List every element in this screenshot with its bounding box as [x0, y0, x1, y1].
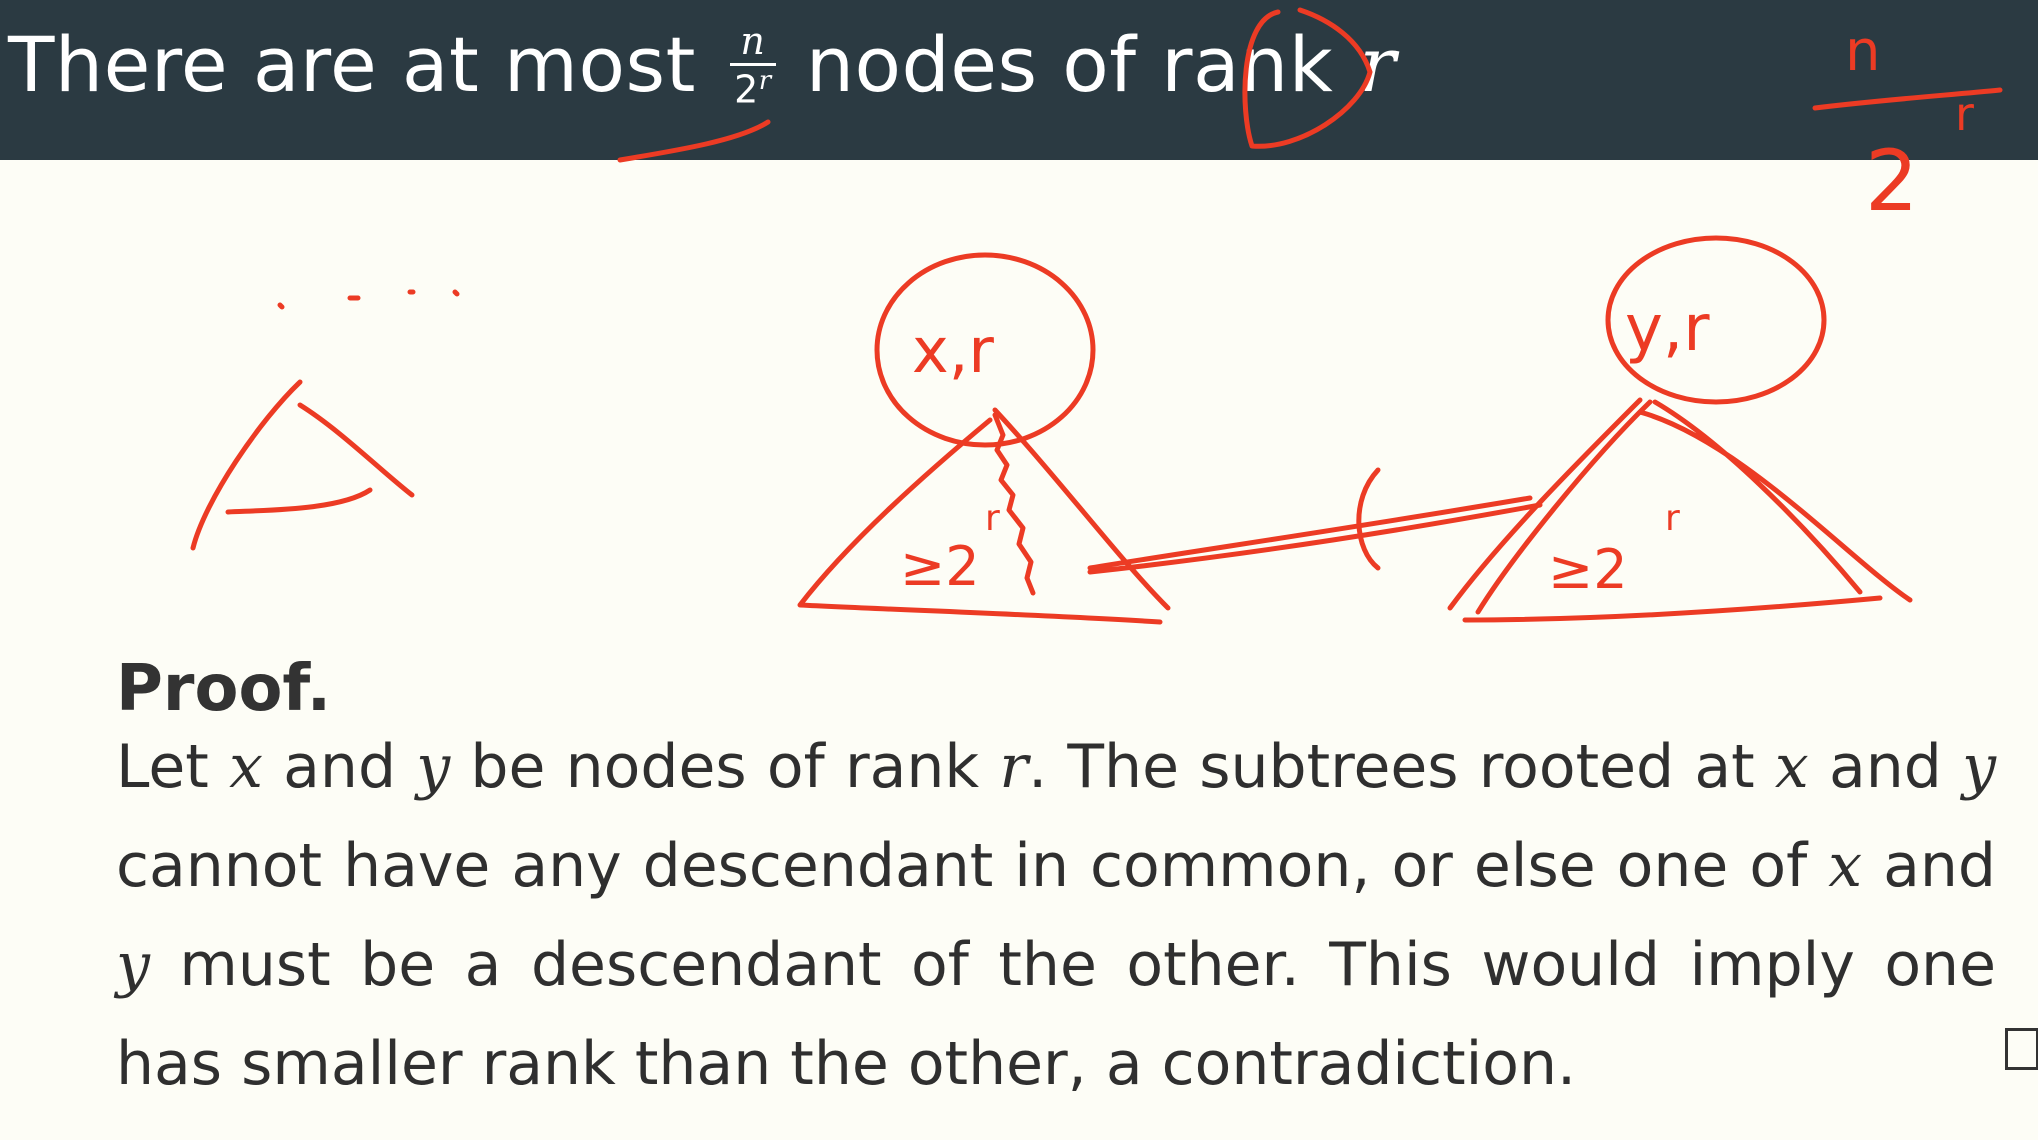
title-fraction: n 2r: [729, 19, 776, 112]
ink-left-node-circle: [874, 252, 1096, 448]
math-variable: x: [1828, 831, 1863, 901]
ink-right-triangle: [1447, 397, 1913, 623]
proof-text-segment: be nodes of rank: [450, 732, 1000, 802]
ink-small-triangle: [190, 379, 415, 551]
math-variable: r: [999, 732, 1029, 802]
fraction-bar: [729, 63, 776, 66]
ink-left-triangle: [797, 407, 1171, 625]
proof-text-segment: . The subtrees rooted at: [1028, 732, 1775, 802]
slide-header: There are at most n 2r nodes of rank r: [0, 0, 2038, 160]
proof-body: Let x and y be nodes of rank r. The subt…: [116, 718, 1996, 1114]
ink-right-node-circle: [1605, 235, 1827, 405]
qed-symbol: [2005, 1028, 2038, 1070]
ink-right-subtree-label: ≥2: [1548, 538, 1628, 601]
math-variable: x: [1774, 732, 1809, 802]
ink-left-subtree-exp: r: [985, 498, 1000, 539]
math-variable: y: [1962, 732, 1996, 802]
ink-dots: [277, 289, 460, 310]
title-prefix: There are at most: [8, 20, 696, 110]
proof-text-segment: and: [262, 732, 417, 802]
proof-text-segment: and: [1862, 831, 1996, 901]
proof-text-segment: must be a descendant of the other. This …: [116, 930, 1996, 1099]
ink-left-node-label: x,r: [912, 314, 994, 387]
ink-connector: [1087, 467, 1543, 575]
ink-right-subtree-exp: r: [1665, 498, 1680, 539]
fraction-numerator: n: [740, 19, 766, 63]
math-variable: x: [229, 732, 263, 802]
ink-underline: [617, 119, 771, 163]
math-variable: y: [116, 930, 150, 1000]
ink-left-path: [992, 412, 1036, 596]
proof-text-segment: and: [1808, 732, 1963, 802]
ink-right-node-label: y,r: [1625, 292, 1710, 366]
ink-fraction-top: n: [1845, 19, 1881, 84]
math-variable: y: [416, 732, 451, 802]
proof-text-segment: Let: [116, 732, 230, 802]
proof-heading: Proof.: [116, 652, 332, 726]
proof-text-segment: cannot have any descendant in common, or…: [116, 831, 1829, 901]
ink-fraction-bottom: 2: [1865, 132, 1918, 230]
fraction-denominator: 2r: [734, 66, 772, 112]
ink-left-subtree-label: ≥2: [900, 535, 980, 598]
ink-fraction-bar: [1812, 87, 2003, 111]
ink-fraction-exp: r: [1955, 87, 1974, 141]
ink-circle-r: [1242, 7, 1373, 149]
